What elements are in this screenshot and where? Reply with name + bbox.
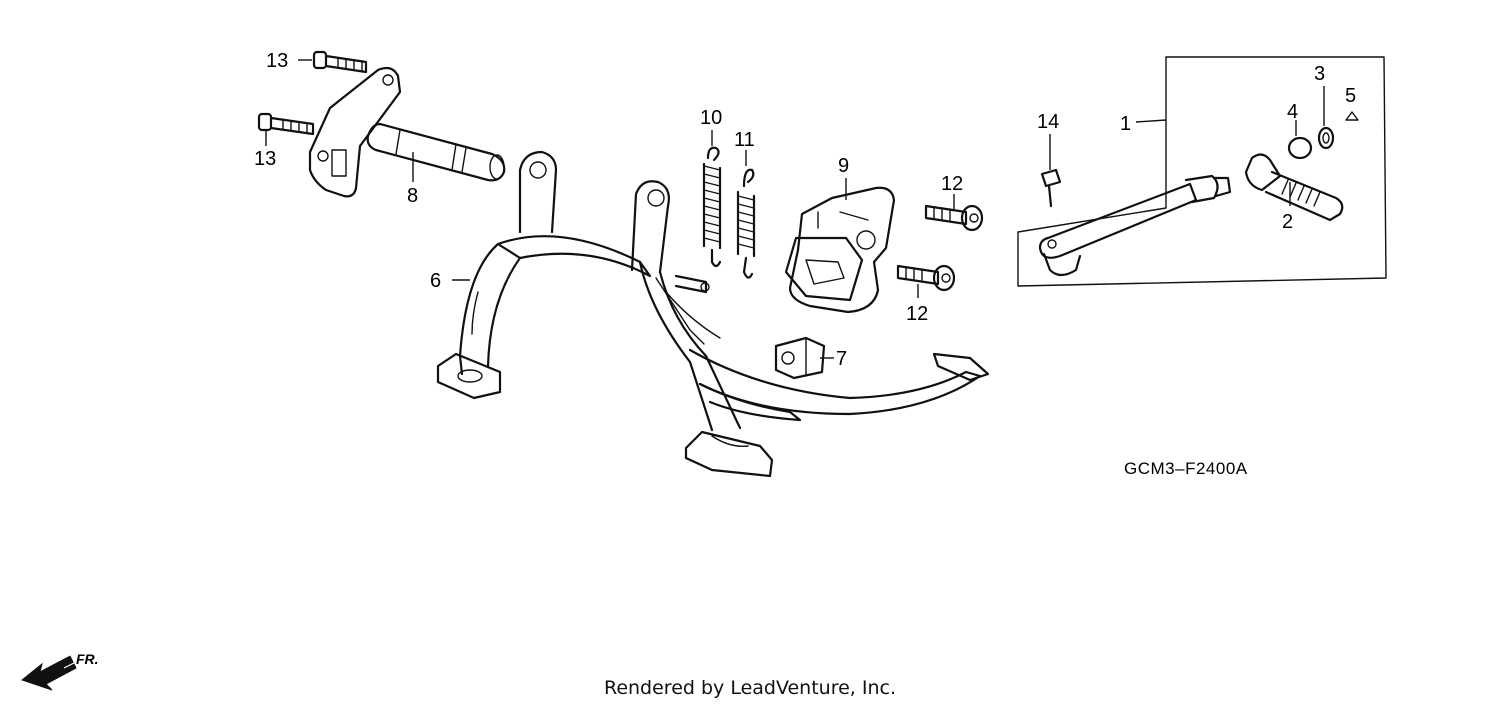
leader-lines	[265, 59, 1325, 359]
front-direction-indicator: FR.	[20, 651, 99, 691]
bolt-12-upper	[924, 204, 984, 232]
callout-14: 14	[1037, 111, 1059, 133]
bracket-9	[784, 186, 896, 314]
callout-4: 4	[1287, 101, 1298, 123]
spring-10	[702, 146, 722, 268]
pivot-shaft-8	[366, 122, 506, 182]
callout-13-upper: 13	[266, 50, 288, 72]
stopper-7	[774, 336, 826, 380]
bolt-13-upper	[312, 50, 368, 74]
front-label: FR.	[76, 651, 99, 667]
callout-12-upper: 12	[941, 173, 963, 195]
callout-12-lower: 12	[906, 303, 928, 325]
render-credit: Rendered by LeadVenture, Inc.	[603, 677, 897, 699]
callout-3: 3	[1314, 63, 1325, 85]
bolt-13-lower	[257, 112, 315, 136]
callout-2: 2	[1282, 211, 1293, 233]
callout-11: 11	[734, 129, 755, 151]
washer-3	[1317, 126, 1335, 150]
callout-7: 7	[836, 348, 847, 370]
screw-14	[1040, 168, 1062, 208]
bolt-12-lower	[896, 264, 956, 292]
pedal-2	[1244, 153, 1344, 222]
drawing-code: GCM3–F2400A	[1124, 459, 1248, 478]
callout-1: 1	[1120, 113, 1131, 135]
spring-11	[736, 168, 756, 279]
callout-10: 10	[700, 107, 722, 129]
kick-arm-assembly-box	[1017, 56, 1387, 287]
callout-6: 6	[430, 270, 441, 292]
bracket-plate	[308, 66, 402, 198]
kick-arm-1	[1038, 174, 1232, 277]
callout-5: 5	[1345, 85, 1356, 107]
pin-5	[1345, 111, 1359, 121]
circlip-4	[1287, 136, 1313, 160]
callout-numbers: 13 13 8 6 7 10 11 9 12 12 14 1 4 3 5 2	[254, 50, 1356, 370]
front-arrow-icon	[20, 655, 77, 691]
callout-8: 8	[407, 185, 418, 207]
main-stand-6	[436, 150, 990, 478]
callout-9: 9	[838, 155, 849, 177]
callout-13-lower: 13	[254, 148, 276, 170]
